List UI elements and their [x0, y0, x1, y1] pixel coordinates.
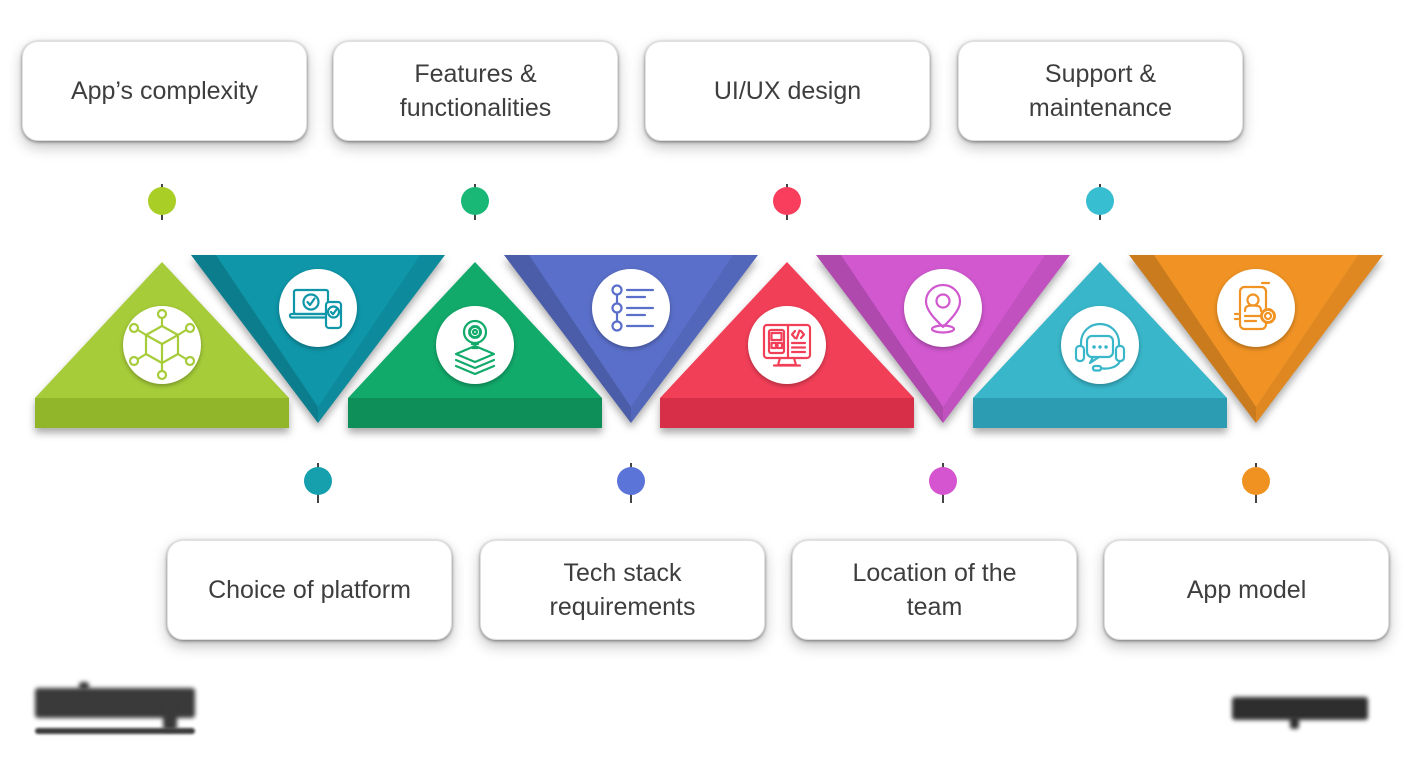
card-tech-stack-requirements: Tech stack requirements: [480, 540, 765, 640]
complexity-network-icon: [128, 308, 196, 381]
card-label: Features & functionalities: [399, 59, 552, 123]
card-label: Tech stack requirements: [549, 558, 696, 622]
dot-app-model: [1242, 467, 1270, 495]
dot-choice-of-platform: [304, 467, 332, 495]
pyramid-down-app-model: [1129, 255, 1383, 423]
card-uiux-design: UI/UX design: [645, 41, 930, 141]
card-choice-of-platform: Choice of platform: [167, 540, 452, 640]
brand-logo: [35, 680, 205, 742]
card-label: Support & maintenance: [1028, 59, 1173, 123]
design-monitor-icon: [762, 323, 812, 367]
card-label: App model: [1186, 575, 1307, 604]
top-connectors: [148, 184, 1114, 220]
card-location-of-team: Location of the team: [792, 540, 1077, 640]
dot-features: [461, 187, 489, 215]
support-headset-icon: [1074, 322, 1126, 372]
card-label: UI/UX design: [713, 76, 862, 105]
pyramid-down-location: [816, 255, 1070, 423]
footer-wordmark: [1232, 694, 1372, 738]
connector-dot: [1086, 184, 1114, 220]
pyramid-up-uiux: [660, 262, 914, 428]
connector-dot: [148, 184, 176, 220]
connector-dot: [773, 184, 801, 220]
connector-dot: [304, 463, 332, 503]
connector-dot: [929, 463, 957, 503]
bottom-connectors: [304, 463, 1270, 503]
connector-dot: [1242, 463, 1270, 503]
connector-dot: [617, 463, 645, 503]
card-label: App’s complexity: [70, 76, 259, 105]
pyramid-down-choice-of-platform: [191, 255, 445, 423]
card-features-functionalities: Features & functionalities: [333, 41, 618, 141]
card-label: Location of the team: [852, 558, 1017, 622]
dot-apps-complexity: [148, 187, 176, 215]
checklist-icon: [611, 284, 655, 332]
pyramid-up-features: [348, 262, 602, 428]
card-label: Choice of platform: [208, 575, 411, 604]
dot-uiux: [773, 187, 801, 215]
pyramid-up-support: [973, 262, 1227, 428]
pyramid-down-tech-stack: [504, 255, 758, 423]
app-model-icon: [1233, 281, 1276, 331]
dot-tech-stack: [617, 467, 645, 495]
dot-support: [1086, 187, 1114, 215]
card-support-maintenance: Support & maintenance: [958, 41, 1243, 141]
devices-platform-icon: [288, 288, 343, 330]
card-apps-complexity: App’s complexity: [22, 41, 307, 141]
location-pin-icon: [924, 283, 962, 334]
connector-dot: [461, 184, 489, 220]
card-app-model: App model: [1104, 540, 1389, 640]
dot-location: [929, 467, 957, 495]
pyramid-up-apps-complexity: [35, 262, 289, 428]
layers-idea-icon: [454, 319, 496, 376]
